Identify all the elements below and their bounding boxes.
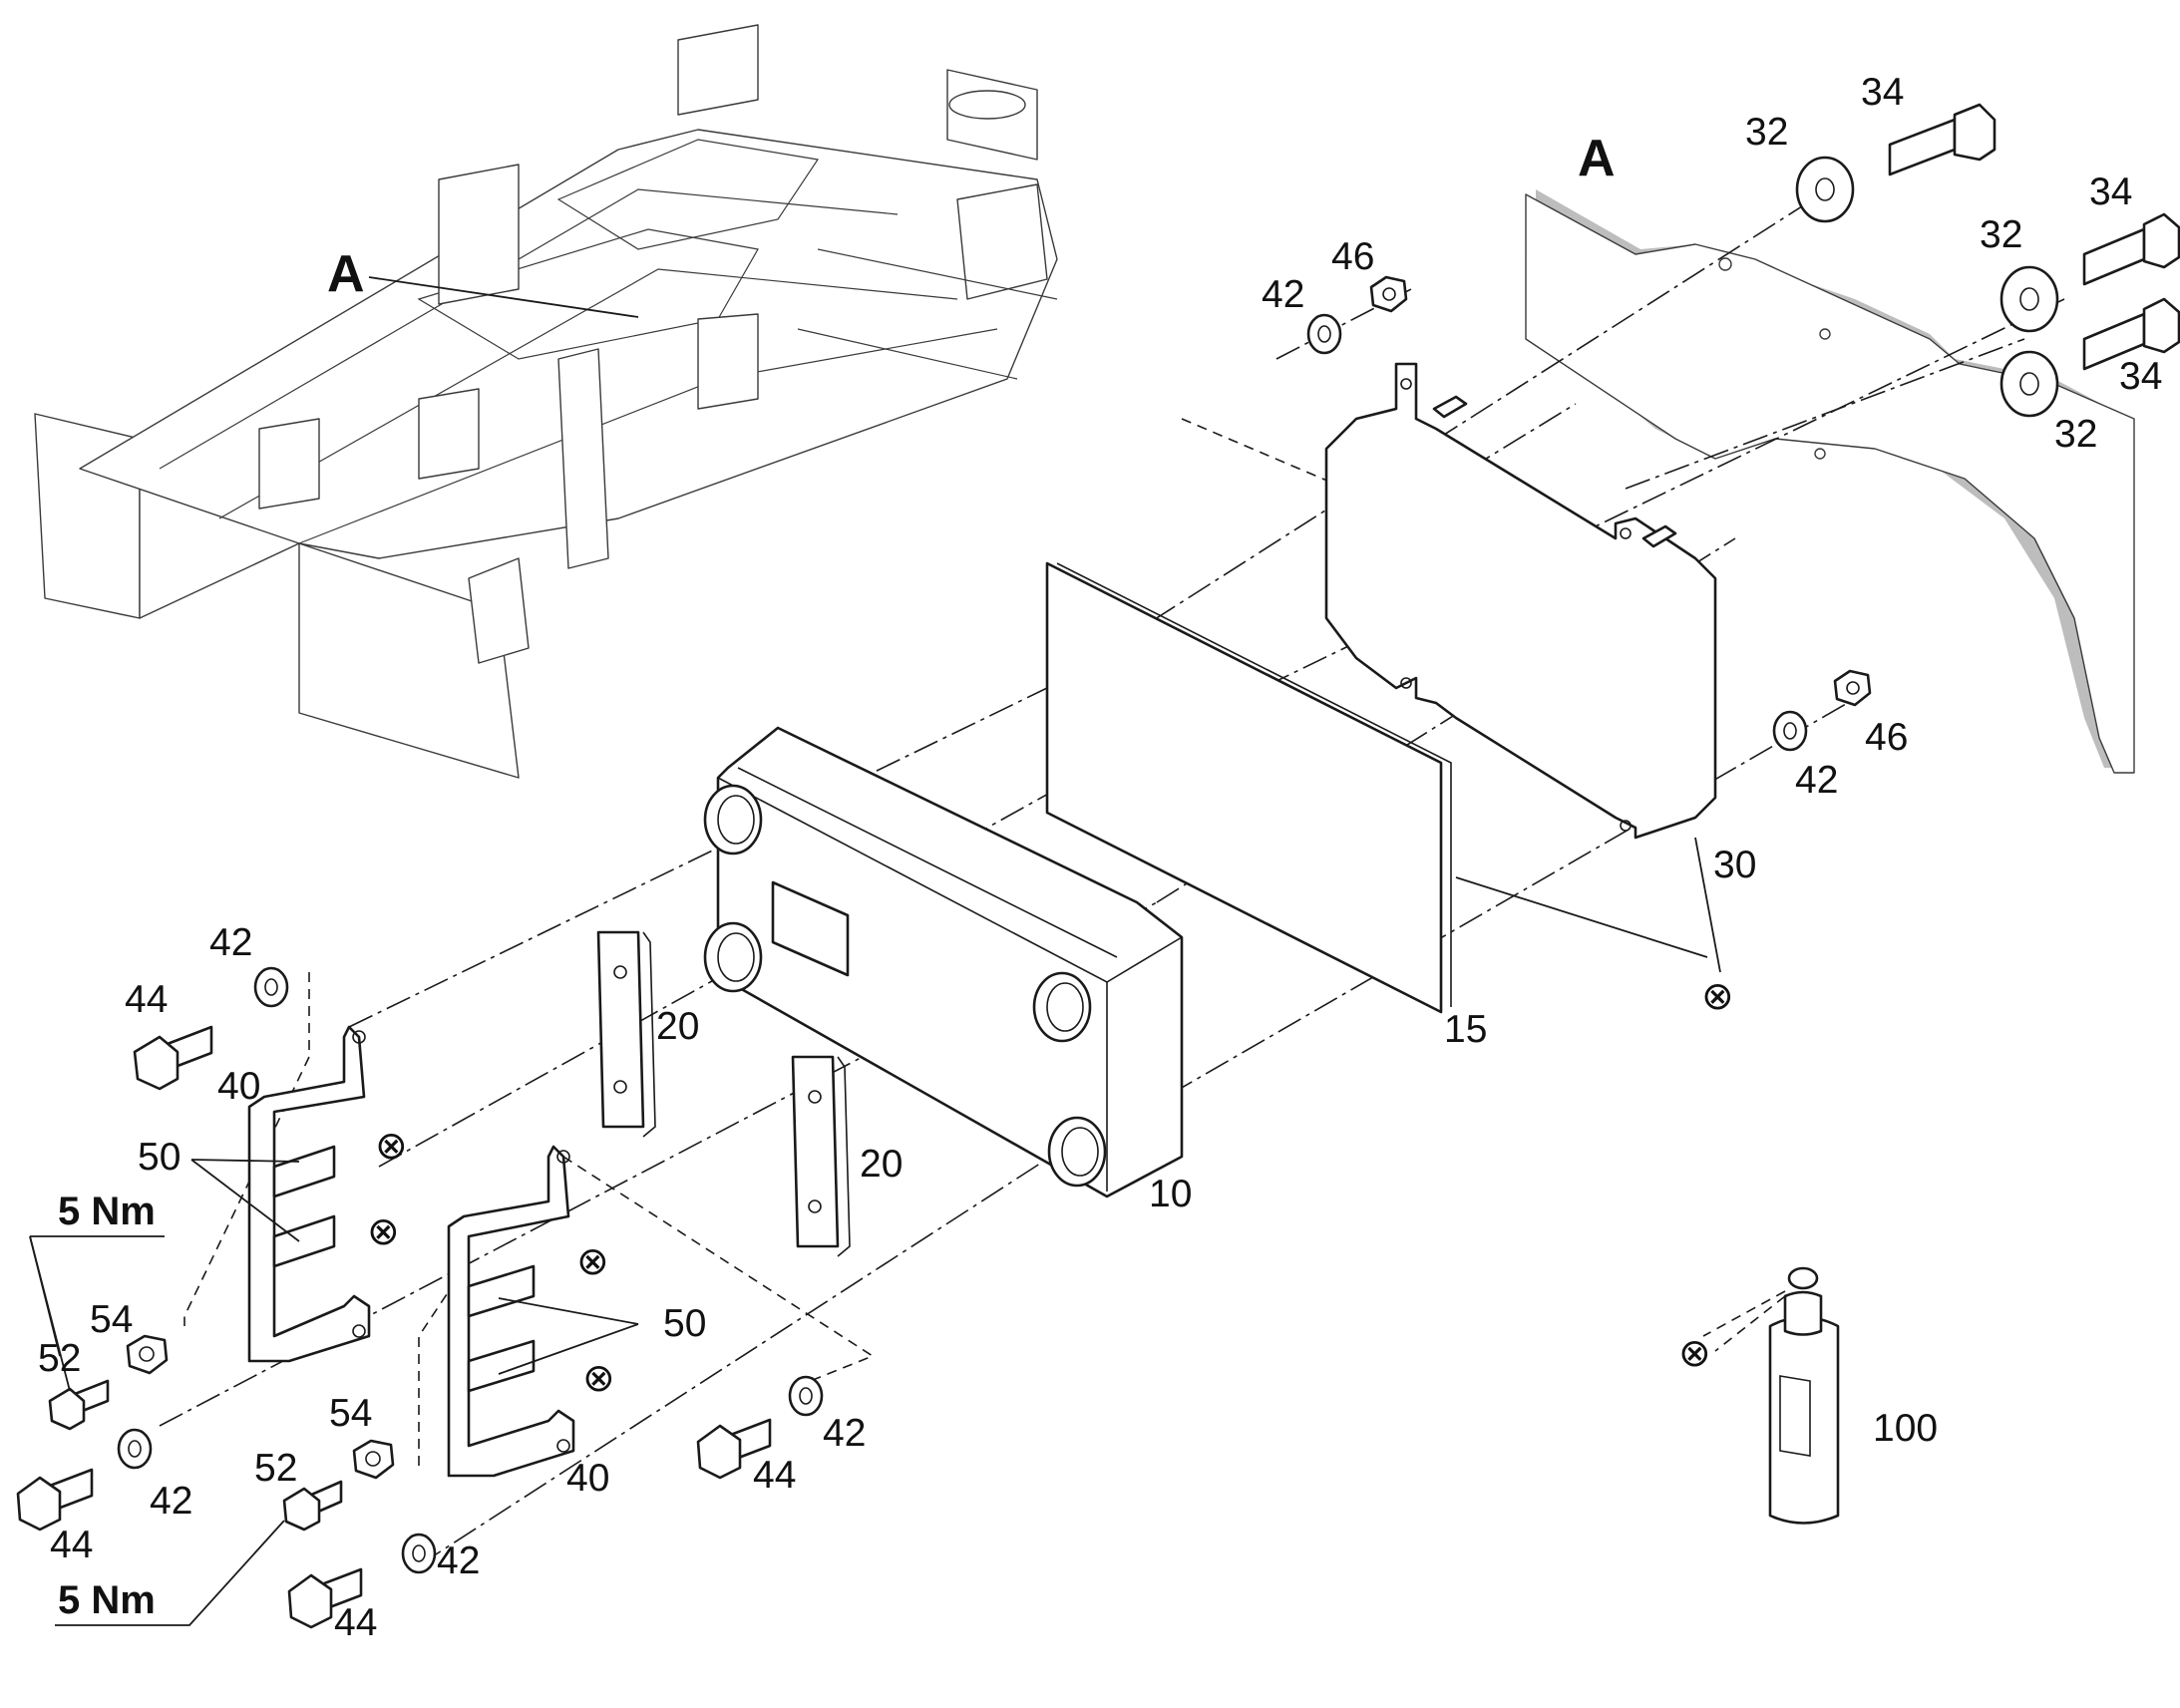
- nut-46-upper: [1369, 275, 1408, 313]
- torque-label-upper: 5 Nm: [58, 1190, 156, 1233]
- callout-44-b: 44: [50, 1524, 93, 1566]
- washer-32-upper: [1795, 156, 1855, 223]
- bolt-44-right-low: [696, 1418, 772, 1480]
- callout-42-c: 42: [209, 921, 252, 964]
- chassis-frame: [34, 24, 1058, 779]
- callouts: 34 32 34 32 34 32 46 42 46 42 30 15 10 2…: [38, 71, 2162, 1644]
- callout-30: 30: [1713, 844, 1756, 886]
- screw-52-left: [48, 1379, 110, 1431]
- washer-32-middle: [1999, 265, 2059, 333]
- callout-32-a: 32: [1745, 111, 1788, 154]
- nut-46-lower: [1833, 669, 1872, 707]
- washer-32-lower: [1999, 350, 2059, 418]
- adhesive-symbols: ⊗ ⊗ ⊗ ⊗ ⊗ ⊗: [367, 975, 1734, 1400]
- callout-42-b: 42: [1795, 759, 1838, 802]
- callout-32-b: 32: [1980, 213, 2022, 256]
- callout-40-a: 40: [217, 1065, 260, 1108]
- washer-42-right: [1772, 710, 1808, 752]
- callout-52-a: 52: [38, 1337, 81, 1380]
- washer-42-center-low: [401, 1533, 437, 1574]
- frame-detail-leader: [368, 276, 639, 318]
- callout-20-a: 20: [656, 1005, 699, 1048]
- callout-32-c: 32: [2054, 413, 2097, 456]
- bolt-34-upper: [1888, 103, 1997, 176]
- clamp-strip-upper: [596, 930, 656, 1138]
- adhesive-symbol-1: ⊗: [1701, 975, 1734, 1018]
- callout-54-b: 54: [329, 1392, 372, 1435]
- bolt-34-lower: [2082, 297, 2180, 371]
- callout-44-c: 44: [334, 1601, 377, 1644]
- washer-42-right-low: [788, 1375, 824, 1417]
- washer-42-left-low: [117, 1428, 153, 1470]
- callout-50-b: 50: [663, 1302, 706, 1345]
- callout-34-c: 34: [2119, 355, 2162, 398]
- adhesive-bottle: [1702, 1266, 1840, 1525]
- torque-label-lower: 5 Nm: [58, 1578, 156, 1622]
- callout-42-f: 42: [823, 1412, 866, 1455]
- callout-34-a: 34: [1861, 71, 1904, 114]
- callout-52-b: 52: [254, 1447, 297, 1490]
- gasket-plate: [1045, 561, 1452, 1014]
- callout-100: 100: [1873, 1407, 1938, 1450]
- clamp-strip-lower: [791, 1055, 851, 1257]
- callout-46-a: 46: [1331, 235, 1374, 278]
- frame-detail-letter: A: [327, 245, 365, 303]
- washer-42-top-left: [253, 966, 289, 1008]
- bolt-44-center-low: [287, 1567, 363, 1629]
- adhesive-symbol-4: ⊗: [576, 1240, 609, 1283]
- callout-42-e: 42: [437, 1539, 480, 1582]
- callout-54-a: 54: [90, 1298, 133, 1341]
- heat-exchanger: [703, 726, 1184, 1198]
- bolt-44-left-low: [16, 1468, 94, 1532]
- leader-lines: [29, 837, 1721, 1626]
- callout-44-a: 44: [125, 978, 168, 1021]
- adhesive-symbol-2: ⊗: [375, 1125, 408, 1168]
- callout-50-a: 50: [138, 1136, 181, 1179]
- nut-54-left: [126, 1334, 169, 1375]
- callout-42-d: 42: [150, 1480, 192, 1523]
- callout-46-b: 46: [1865, 716, 1908, 759]
- u-bracket-left: [247, 1025, 371, 1363]
- callout-10: 10: [1149, 1173, 1192, 1215]
- bolt-44-top-left: [133, 1025, 213, 1091]
- callout-42-a: 42: [1262, 273, 1304, 316]
- screw-52-center: [282, 1480, 343, 1532]
- bracket-detail-letter: A: [1578, 130, 1616, 187]
- adhesive-symbol-5: ⊗: [582, 1357, 615, 1400]
- nut-54-center: [352, 1439, 395, 1480]
- callout-20-b: 20: [860, 1143, 903, 1186]
- callout-15: 15: [1444, 1008, 1487, 1051]
- washer-42-upper: [1306, 313, 1342, 355]
- callout-40-b: 40: [566, 1457, 609, 1500]
- mounting-bracket: [1525, 189, 2135, 774]
- carrier-plate: [1324, 362, 1717, 840]
- callout-44-d: 44: [753, 1454, 796, 1497]
- callout-34-b: 34: [2089, 171, 2132, 213]
- u-bracket-right: [447, 1145, 575, 1478]
- adhesive-symbol-6: ⊗: [1678, 1332, 1711, 1375]
- bolt-34-middle: [2082, 212, 2180, 286]
- adhesive-symbol-3: ⊗: [367, 1210, 400, 1253]
